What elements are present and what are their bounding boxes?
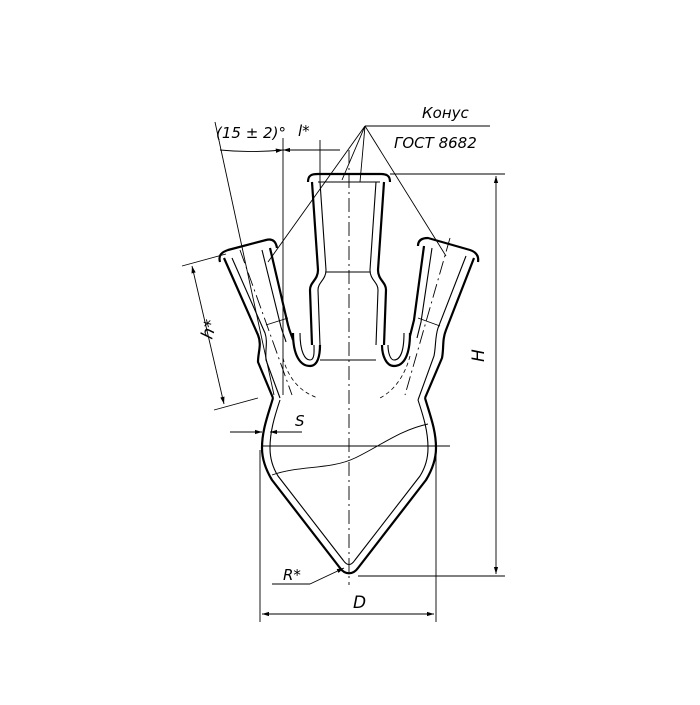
right-neck	[408, 236, 480, 401]
left-neck-joint-line	[265, 317, 289, 326]
cone-leaders	[267, 125, 490, 263]
right-neck-inner	[408, 245, 426, 337]
l-dimension	[283, 140, 340, 182]
R-leader	[309, 567, 345, 585]
center-neck-left	[308, 181, 320, 346]
liquid-level-line	[271, 423, 429, 476]
S-label: S	[295, 412, 305, 430]
leader-left	[267, 125, 366, 263]
left-neck	[218, 238, 295, 399]
h-ext-top	[181, 253, 227, 267]
angle-arc	[219, 148, 284, 153]
center-neck-right-inner	[369, 181, 379, 346]
D-label: D	[353, 593, 366, 613]
R-dimension	[272, 567, 345, 585]
center-neck-left-inner	[317, 181, 327, 346]
right-neck-axis	[404, 237, 451, 396]
l-label: l*	[298, 122, 310, 140]
leader-center-2	[359, 125, 366, 183]
center-lines	[239, 150, 451, 585]
left-arc	[282, 357, 319, 399]
D-dimension	[259, 450, 437, 622]
gost-label: ГОСТ 8682	[394, 134, 477, 152]
h-ext-bottom	[213, 397, 259, 411]
left-neck-outer	[222, 257, 275, 399]
angle-extension-left	[214, 121, 275, 396]
H-label: H	[469, 349, 489, 362]
leader-center-1	[341, 125, 366, 181]
left-neck-inner	[268, 247, 295, 341]
h-label: h*	[198, 317, 222, 341]
right-neck-lip	[416, 236, 480, 263]
left-neck-inner-2	[261, 249, 287, 343]
right-neck-outer	[423, 257, 476, 399]
left-neck-lip	[218, 238, 279, 263]
angle-label: (15 ± 2)°	[216, 124, 286, 142]
S-dimension	[230, 429, 450, 447]
right-neck-outer-inner	[417, 255, 467, 401]
center-neck-right	[376, 181, 388, 346]
h-dimension	[181, 253, 259, 411]
R-label: R*	[283, 566, 301, 584]
right-neck-joint-line	[417, 317, 441, 327]
H-dimension	[358, 173, 505, 577]
h-dim-line	[191, 265, 225, 405]
flask-shoulder-inner	[299, 332, 405, 361]
angle-dimension	[214, 121, 284, 396]
leader-right	[364, 125, 447, 257]
right-arc	[379, 355, 411, 399]
cone-label: Конус	[422, 104, 470, 122]
right-neck-inner-2	[416, 247, 433, 339]
flask-shoulder	[291, 332, 412, 368]
